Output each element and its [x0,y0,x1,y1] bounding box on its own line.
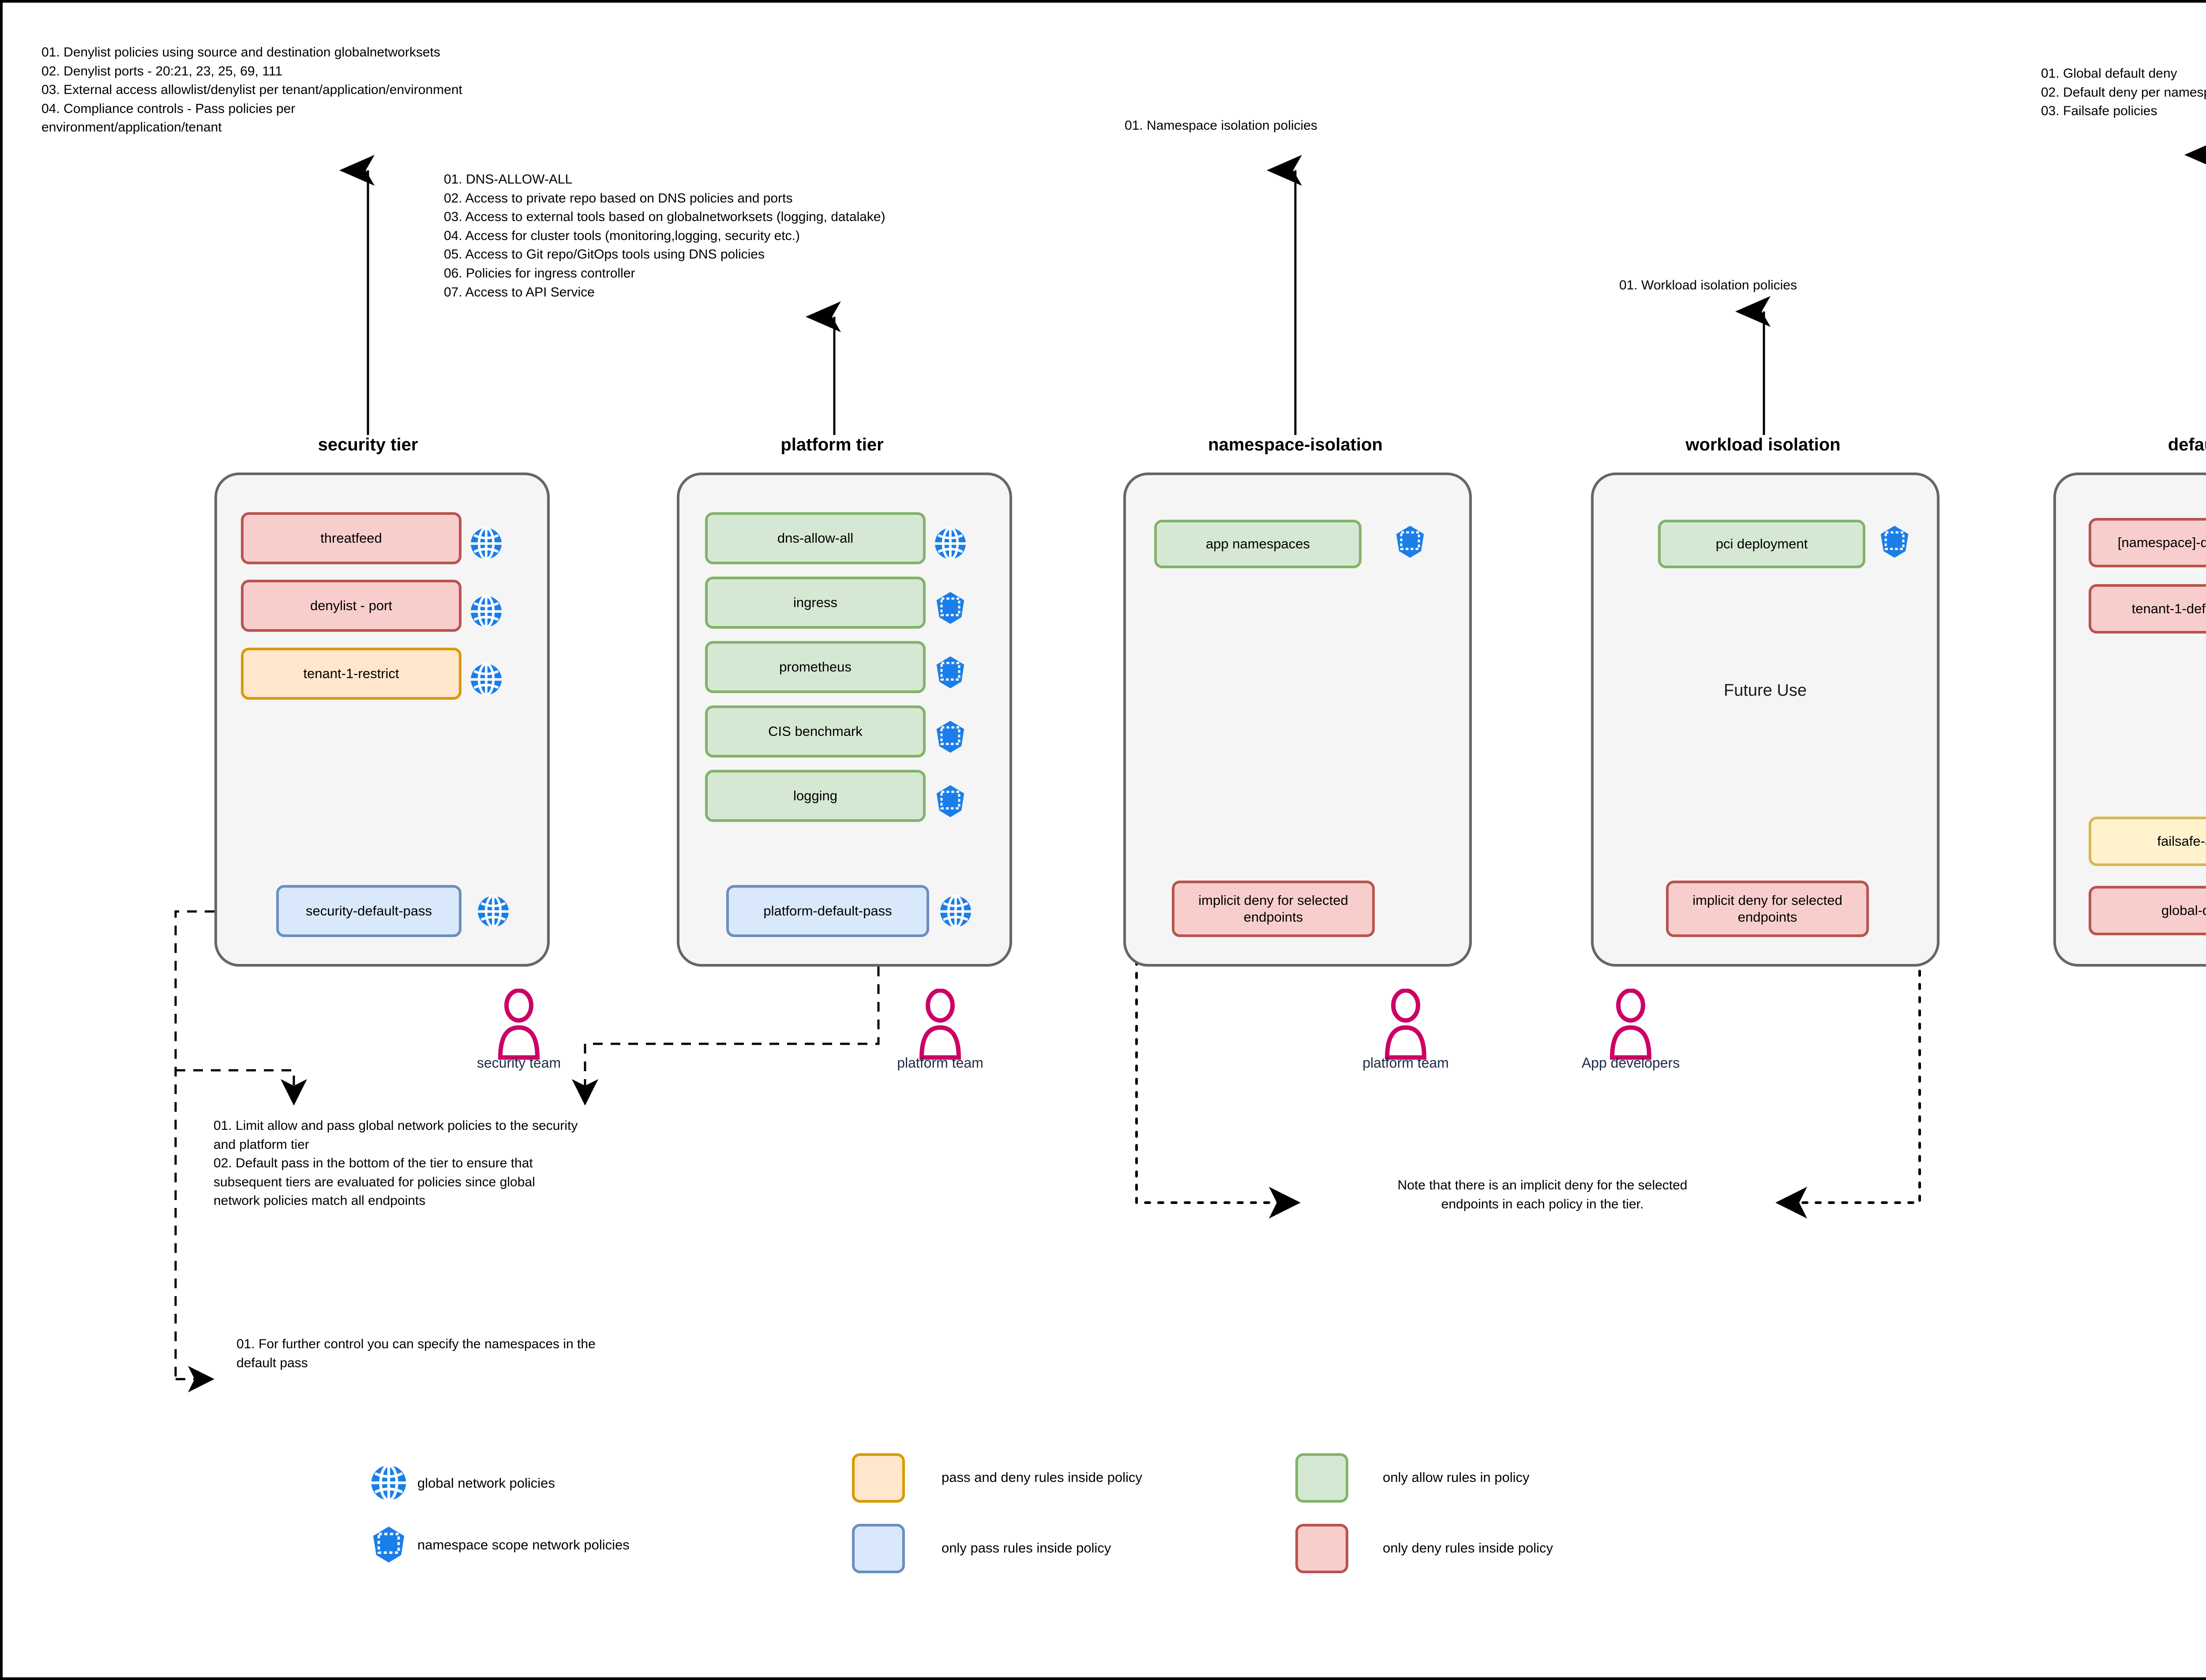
policy-chip-security-default-pass[interactable]: security-default-pass [276,885,461,937]
tier-title-security: security tier [318,435,418,454]
policy-chip-global-deny[interactable]: global-deny [2089,886,2206,935]
legend-swatch-pass [852,1524,905,1573]
security-tier-annotation: 01. Denylist policies using source and d… [41,45,462,135]
legend-swatch-deny [1295,1524,1348,1573]
policy-chip-platform-default-pass[interactable]: platform-default-pass [726,885,929,937]
policy-chip-tenant-1-default-deny[interactable]: tenant-1-default-deny [2089,584,2206,634]
namespace-icon [936,720,964,753]
actor-icon [1609,989,1652,1060]
legend-swatch-allow [1295,1453,1348,1503]
namespace-icon [936,656,964,689]
policy-chip-ingress[interactable]: ingress [705,577,926,629]
namespace-icon [1880,525,1909,558]
tier-annotation-arrows [339,139,2206,435]
platform-tier-annotation: 01. DNS-ALLOW-ALL 02. Access to private … [444,172,885,300]
globe-icon [471,595,502,628]
namespace-icon [373,1526,405,1563]
globe-icon [371,1464,406,1502]
tier-title-workload-isolation: workload isolation [1685,435,1841,454]
legend-label-only-deny: only deny rules inside policy [1383,1540,1553,1556]
actor-icon [1384,989,1427,1060]
policy-chip-failsafe-allow[interactable]: failsafe-allow [2089,817,2206,866]
workload-isolation-annotation: 01. Workload isolation policies [1619,278,1797,292]
namespace-icon [936,592,964,624]
policy-chip-tenant-1-restrict[interactable]: tenant-1-restrict [241,648,461,700]
actor-icon [498,989,540,1060]
namespace-icon [936,785,964,818]
legend-label-only-allow: only allow rules in policy [1383,1470,1530,1485]
policy-chip-workload-implicit-deny[interactable]: implicit deny for selected endpoints [1666,881,1869,937]
policy-chip-logging[interactable]: logging [705,770,926,822]
default-tier-annotation: 01. Global default deny 02. Default deny… [2041,66,2206,119]
policy-chip-namespace-default-deny[interactable]: [namespace]-default-deny [2089,518,2206,567]
tier-title-default: default tier [2168,435,2206,454]
legend-label-namespace-scope-policies: namespace scope network policies [417,1537,630,1552]
policy-chip-denylist-port[interactable]: denylist - port [241,580,461,632]
default-pass-annotation: 01. For further control you can specify … [236,1337,596,1370]
workload-placeholder-label: Future Use [1724,681,1807,700]
policy-chip-dns-allow-all[interactable]: dns-allow-all [705,512,926,564]
policy-chip-cis-benchmark[interactable]: CIS benchmark [705,705,926,758]
legend-label-pass-and-deny: pass and deny rules inside policy [942,1470,1142,1485]
platform-default-pass-connector [572,967,880,1106]
globe-icon [478,895,509,928]
namespace-isolation-annotation: 01. Namespace isolation policies [1125,118,1317,133]
team-label-namespace-owner: platform team [1362,1055,1449,1071]
policy-chip-pci-deployment[interactable]: pci deployment [1658,520,1865,568]
globe-icon [940,895,971,928]
policy-chip-namespace-implicit-deny[interactable]: implicit deny for selected endpoints [1172,881,1375,937]
implicit-deny-annotation: Note that there is an implicit deny for … [1397,1178,1688,1211]
actor-icon [919,989,961,1060]
tier-title-namespace-isolation: namespace-isolation [1208,435,1383,454]
team-label-security: security team [476,1055,561,1071]
globe-icon [471,663,502,696]
globe-icon [935,527,966,560]
globe-icon [471,527,502,560]
policy-chip-prometheus[interactable]: prometheus [705,641,926,693]
team-label-platform: platform team [897,1055,983,1071]
legend-label-global-network-policies: global network policies [417,1475,555,1491]
tier-title-platform: platform tier [780,435,884,454]
team-label-workload-owner: App developers [1581,1055,1680,1071]
legend-swatch-passdeny [852,1453,905,1503]
legend-label-only-pass: only pass rules inside policy [942,1540,1111,1556]
policy-chip-threatfeed[interactable]: threatfeed [241,512,461,564]
namespace-icon [1396,525,1424,558]
bottom-left-annotation: 01. Limit allow and pass global network … [214,1118,578,1208]
policy-chip-app-namespaces[interactable]: app namespaces [1154,520,1362,568]
